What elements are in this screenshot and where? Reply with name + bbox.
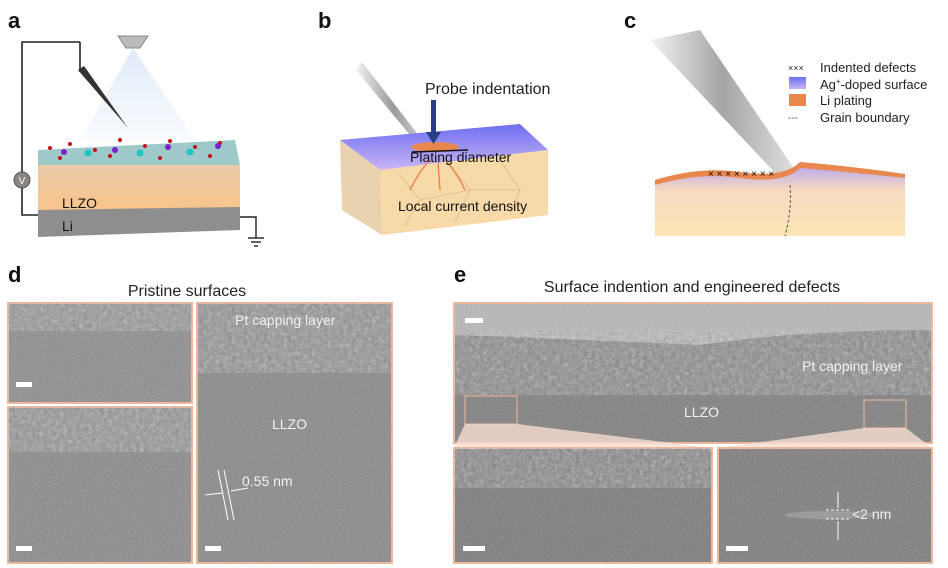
- panel-label-e: e: [454, 262, 466, 287]
- llzo-label: LLZO: [62, 195, 97, 211]
- panel-label-a: a: [8, 8, 21, 33]
- legend-grain-boundary: Grain boundary: [820, 110, 910, 125]
- sample-body: [655, 165, 905, 236]
- panel-e: e Surface indention and engineered defec…: [453, 262, 933, 564]
- panel-b: b Probe indentation Plating diameter Loc…: [318, 8, 550, 235]
- scale-bar: [16, 382, 32, 387]
- panel-label-b: b: [318, 8, 331, 33]
- llzo-layer: [38, 165, 240, 210]
- ground-icon: [248, 237, 264, 247]
- legend-swatch-ag: [789, 77, 806, 89]
- tem-image-d3: Pt capping layer LLZO 0.55 nm: [196, 302, 393, 564]
- legend: ××× Indented defects Ag+-doped surface L…: [788, 60, 927, 125]
- tem-image-e-right: <2 nm: [717, 447, 933, 564]
- li-plating-layer: [655, 162, 905, 185]
- pt-capping-label: Pt capping layer: [235, 312, 336, 328]
- plating-diameter-label: Plating diameter: [410, 149, 512, 165]
- li-layer: [38, 207, 240, 237]
- defect-width-label: <2 nm: [852, 506, 891, 522]
- legend-indented-defects: Indented defects: [820, 60, 917, 75]
- diameter-arrow: [411, 149, 469, 153]
- scale-bar: [726, 546, 748, 551]
- panel-d: d Pristine surfaces Pt capping layer LLZ…: [7, 262, 393, 564]
- defect-marks: × × × × × × × ×: [708, 169, 774, 180]
- probe-tip: [78, 66, 128, 128]
- probe-indentation-label: Probe indentation: [425, 81, 550, 98]
- detector-icon: [117, 35, 149, 49]
- side-face: [340, 140, 382, 235]
- current-arrows: [409, 159, 466, 191]
- probe: [356, 62, 430, 152]
- atoms: [48, 138, 222, 160]
- indentation-arrow: [431, 100, 436, 134]
- tem-image-e-main: Pt capping layer LLZO: [453, 302, 933, 444]
- li-plating: [411, 142, 459, 152]
- probe: [650, 30, 795, 178]
- svg-text:×××: ×××: [788, 63, 804, 73]
- panel-e-title: Surface indention and engineered defects: [544, 279, 840, 296]
- lattice-spacing-label: 0.55 nm: [242, 473, 293, 489]
- panel-c: c × × × × × × × × ××× Indented defects A…: [624, 8, 927, 237]
- llzo-label: LLZO: [272, 416, 307, 432]
- voltmeter-icon: [13, 171, 31, 189]
- current-density-label: Local current density: [398, 198, 527, 214]
- legend-swatch-li: [789, 94, 806, 106]
- grain-boundary: [784, 184, 791, 237]
- panel-a: a V LLZO Li: [8, 8, 264, 247]
- legend-li-plating: Li plating: [820, 93, 872, 108]
- llzo-label: LLZO: [684, 404, 719, 420]
- tem-image-e-left: [453, 447, 713, 564]
- beam: [80, 48, 195, 140]
- panel-d-title: Pristine surfaces: [128, 283, 246, 300]
- tem-image-d1: [7, 302, 193, 404]
- panel-label-d: d: [8, 262, 21, 287]
- tem-image-d2: [7, 406, 193, 564]
- circuit-wire: [21, 41, 80, 216]
- scale-bar: [463, 546, 485, 551]
- scale-bar: [465, 318, 483, 323]
- scale-bar: [16, 546, 32, 551]
- legend-ag-doped: Ag+-doped surface: [820, 77, 927, 92]
- voltmeter-label: V: [19, 176, 26, 187]
- front-face: [380, 150, 548, 235]
- panel-label-c: c: [624, 8, 636, 33]
- scale-bar: [205, 546, 221, 551]
- svg-text:---: ---: [788, 113, 798, 124]
- pt-capping-label: Pt capping layer: [802, 358, 903, 374]
- li-label: Li: [62, 218, 73, 234]
